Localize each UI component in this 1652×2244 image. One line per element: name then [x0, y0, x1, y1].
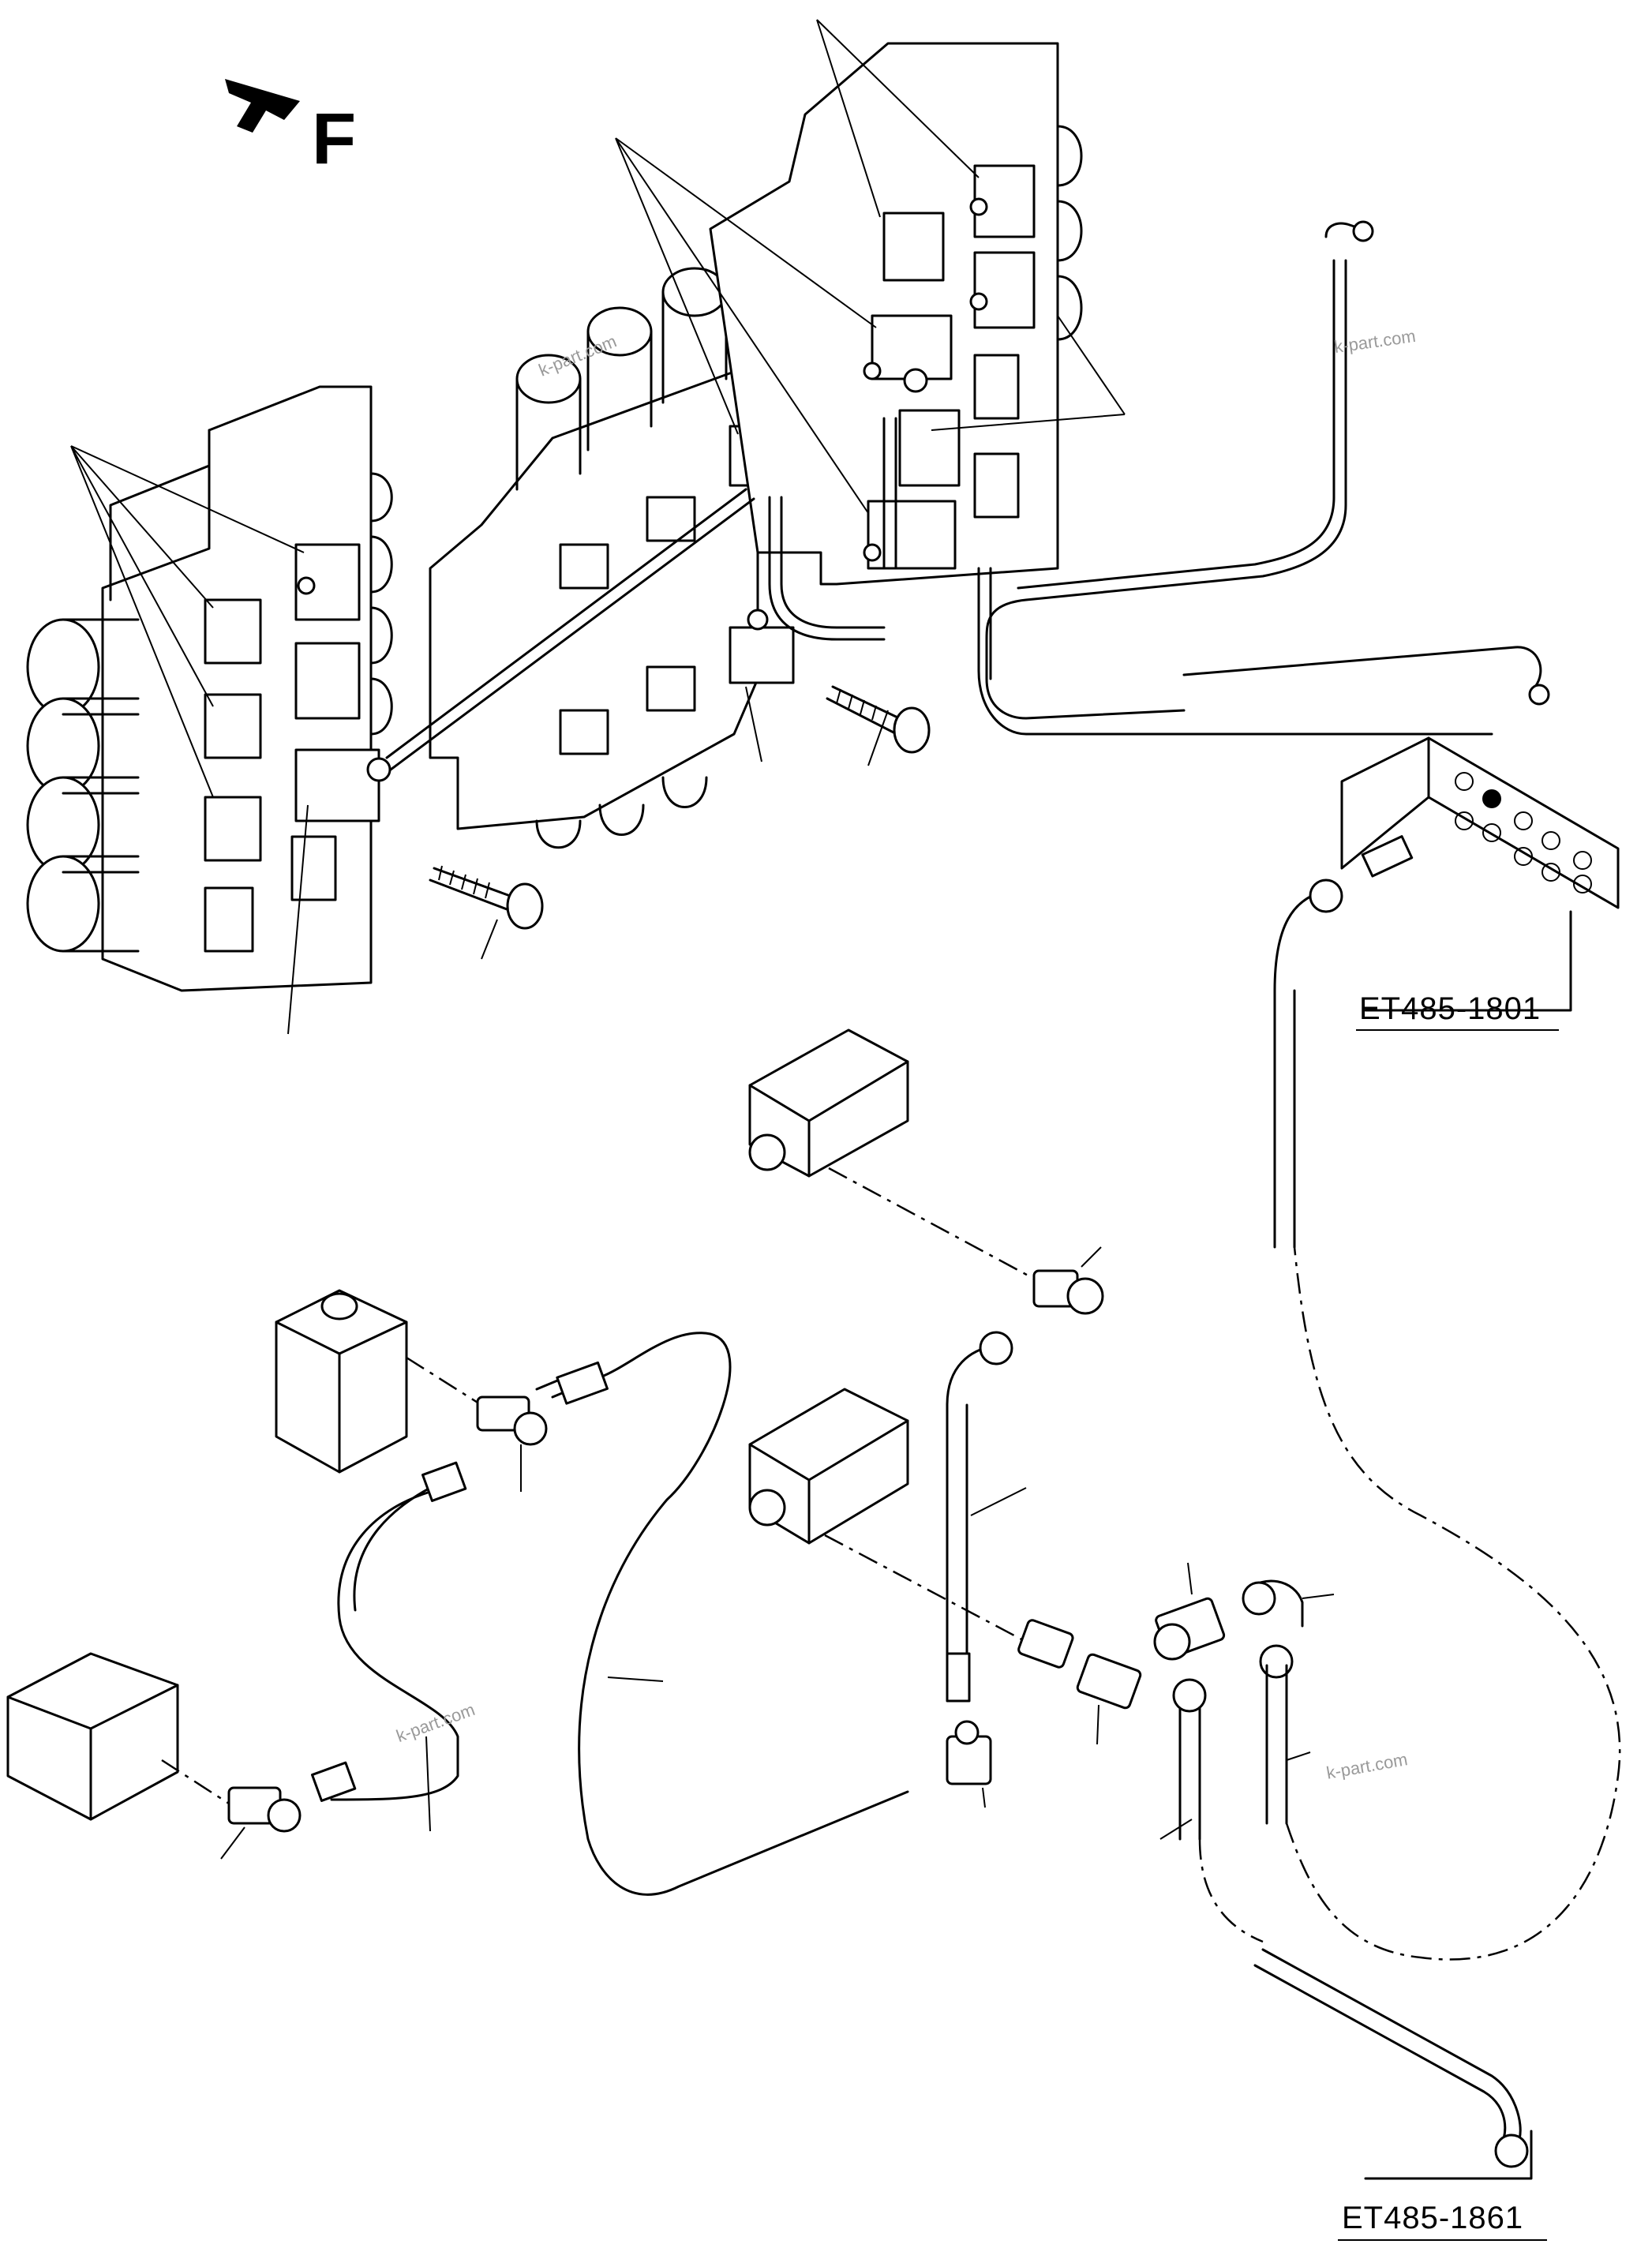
- ref-label-et485-1801[interactable]: ET485-1801: [1359, 991, 1541, 1026]
- lower-hoses: [311, 1331, 1027, 1896]
- mounting-bolt-middle: [826, 685, 931, 754]
- tee-fittings: [946, 1562, 1335, 1808]
- direction-arrow-icon: [225, 79, 300, 133]
- solenoid-valve-upper: [748, 1028, 1104, 1315]
- mounting-bolt-left: [429, 865, 544, 930]
- callout-leaders-upper: [70, 19, 1126, 1035]
- upper-hoses: [385, 220, 1550, 771]
- ref-label-et485-1861[interactable]: ET485-1861: [1342, 2201, 1524, 2235]
- reference-underlines: [1338, 1029, 1559, 2241]
- left-control-valve: [26, 385, 393, 992]
- bulkhead-plate: [1273, 736, 1620, 1249]
- direction-label: F: [312, 99, 357, 179]
- right-lower-hoses: [1159, 1246, 1621, 2180]
- upper-control-valve: [709, 42, 1083, 586]
- solenoid-valve-left: [275, 1289, 548, 1492]
- solenoid-valve-bottom-left: [6, 1652, 302, 1860]
- solenoid-valve-middle: [748, 1388, 1027, 1643]
